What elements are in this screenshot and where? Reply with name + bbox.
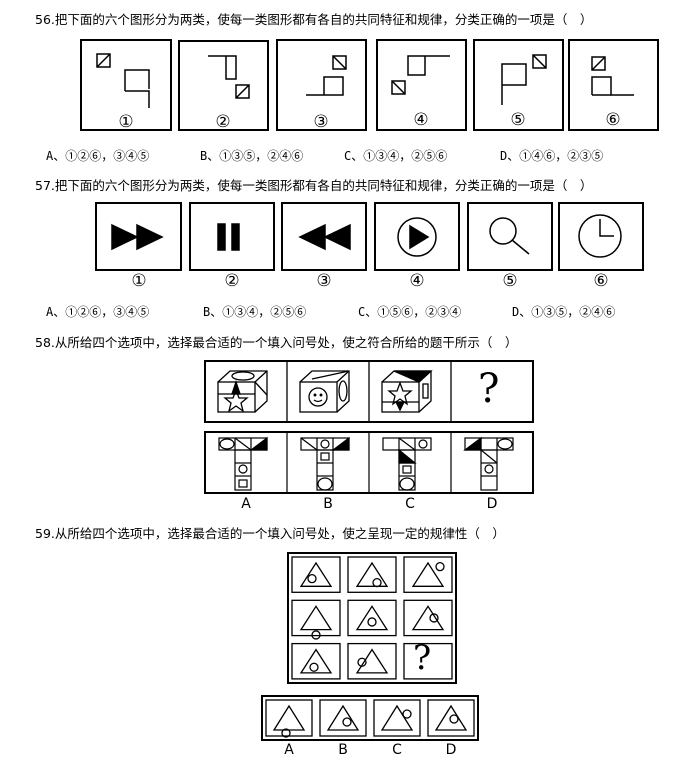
q57-label-5: ⑤ — [502, 271, 518, 291]
q58-letter-b[interactable]: B — [323, 496, 333, 512]
q57-option-a[interactable]: A、①②⑥，③④⑤ — [46, 305, 150, 319]
q59-option-b[interactable] — [319, 699, 367, 737]
q56-figure-1 — [80, 39, 172, 131]
q57-label-2: ② — [224, 271, 240, 291]
q58-title: 58.从所给四个选项中，选择最合适的一个填入问号处，使之符合所给的题干所示（ ） — [35, 335, 518, 350]
q59-letter-d[interactable]: D — [445, 742, 457, 758]
q59-options[interactable] — [261, 695, 479, 741]
q56-label-1: ① — [118, 112, 134, 132]
q59-grid-cell — [291, 556, 341, 593]
q57-option-c[interactable]: C、①⑤⑥，②③④ — [358, 305, 462, 319]
q58-stem-row — [204, 360, 534, 423]
q57-option-d[interactable]: D、①③⑤，②④⑥ — [512, 305, 616, 319]
q59-grid-cell — [403, 642, 453, 680]
q56-option-a[interactable]: A、①②⑥，③④⑤ — [46, 149, 150, 163]
q58-option-a-net[interactable] — [218, 436, 268, 491]
q56-label-5: ⑤ — [510, 110, 526, 130]
q56-figure-2 — [178, 40, 269, 131]
q57-fast-forward-icon — [95, 202, 182, 271]
q59-grid — [287, 552, 457, 684]
q58-letter-d[interactable]: D — [486, 496, 498, 512]
q57-clock-icon — [558, 202, 644, 271]
q56-option-b[interactable]: B、①③⑤，②④⑥ — [200, 149, 304, 163]
q57-option-b[interactable]: B、①③④，②⑤⑥ — [203, 305, 307, 319]
q57-rewind-icon — [281, 202, 367, 271]
q59-grid-cell — [347, 642, 397, 680]
q57-label-1: ① — [131, 271, 147, 291]
q59-option-c[interactable] — [373, 699, 421, 737]
q57-label-4: ④ — [409, 271, 425, 291]
q57-label-3: ③ — [316, 271, 332, 291]
q58-options-row[interactable] — [204, 431, 534, 494]
q56-label-3: ③ — [313, 112, 329, 132]
q59-letter-a[interactable]: A — [284, 742, 294, 758]
q59-grid-cell — [347, 599, 397, 637]
q56-figure-4 — [376, 39, 467, 131]
q59-title: 59.从所给四个选项中，选择最合适的一个填入问号处，使之呈现一定的规律性（ ） — [35, 526, 505, 541]
q56-figure-3 — [276, 39, 367, 131]
q57-label-6: ⑥ — [593, 271, 609, 291]
q59-grid-cell — [403, 556, 453, 593]
q59-grid-cell — [291, 642, 341, 680]
q57-pause-icon — [189, 202, 275, 271]
q59-letter-c[interactable]: C — [392, 742, 402, 758]
q56-figure-6 — [568, 39, 659, 131]
q56-label-6: ⑥ — [605, 110, 621, 130]
q56-title: 56.把下面的六个图形分为两类，使每一类图形都有各自的共同特征和规律，分类正确的… — [35, 12, 593, 27]
q58-option-d-net[interactable] — [463, 436, 514, 491]
q57-magnifier-icon — [467, 202, 553, 271]
q56-option-c[interactable]: C、①③④，②⑤⑥ — [344, 149, 448, 163]
q58-letter-a[interactable]: A — [241, 496, 251, 512]
q59-grid-cell — [291, 599, 341, 640]
q59-grid-cell — [347, 556, 397, 593]
q59-option-d[interactable] — [427, 699, 475, 737]
q58-option-c-net[interactable] — [382, 437, 432, 491]
q58-question-mark: ? — [478, 366, 500, 412]
q58-option-b-net[interactable] — [300, 436, 350, 491]
q56-option-d[interactable]: D、①④⑥，②③⑤ — [500, 149, 604, 163]
q59-letter-b[interactable]: B — [338, 742, 348, 758]
q59-question-mark: ? — [413, 638, 432, 678]
q57-play-circle-icon — [374, 202, 460, 271]
q56-figure-5 — [473, 39, 564, 131]
q59-grid-cell — [403, 599, 453, 637]
q59-option-a[interactable] — [265, 699, 313, 738]
q56-label-4: ④ — [413, 110, 429, 130]
q58-letter-c[interactable]: C — [405, 496, 415, 512]
q57-title: 57.把下面的六个图形分为两类，使每一类图形都有各自的共同特征和规律，分类正确的… — [35, 178, 593, 193]
q56-label-2: ② — [215, 112, 231, 132]
